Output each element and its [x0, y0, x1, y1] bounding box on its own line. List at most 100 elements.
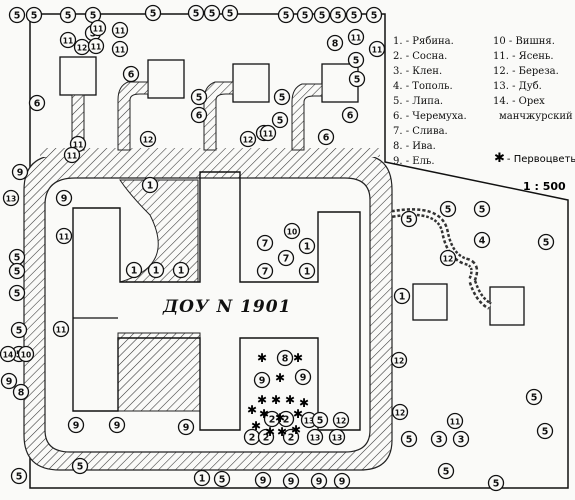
tree-marker: 5 — [347, 51, 365, 69]
tree-circle — [306, 428, 324, 446]
tree-number: 5 — [14, 11, 21, 22]
primrose-mark: ✱ — [285, 393, 295, 407]
tree-circle — [487, 474, 505, 492]
tree-number: 6 — [34, 99, 41, 110]
tree-circle — [144, 4, 162, 22]
tree-number: 13 — [6, 195, 16, 204]
tree-number: 8 — [282, 354, 289, 365]
tree-number: 11 — [450, 418, 460, 427]
tree-marker: 11 — [89, 19, 107, 37]
primrose-mark: ✱ — [259, 407, 269, 421]
tree-circle — [271, 111, 289, 129]
tree-number: 6 — [323, 133, 330, 144]
tree-marker: 5 — [400, 430, 418, 448]
tree-marker: 1 — [147, 261, 165, 279]
tree-number: 5 — [77, 462, 84, 473]
tree-marker: 5 — [8, 284, 26, 302]
tree-number: 11 — [63, 37, 73, 46]
pavilion — [232, 63, 270, 103]
tree-marker: 5 — [296, 6, 314, 24]
tree-circle — [59, 31, 77, 49]
tree-circle — [311, 411, 329, 429]
tree-marker: 6 — [190, 106, 208, 124]
tree-marker: 1 — [298, 237, 316, 255]
tree-circle — [187, 4, 205, 22]
tree-number: 2 — [283, 415, 290, 426]
tree-circle — [10, 467, 28, 485]
tree-marker: 2 — [277, 410, 295, 428]
tree-marker: 7 — [277, 249, 295, 267]
tree-circle — [282, 428, 300, 446]
tree-marker: 9 — [55, 189, 73, 207]
tree-marker: 6 — [122, 65, 140, 83]
tree-marker: 11 — [347, 28, 365, 46]
tree-number: 9 — [17, 168, 24, 179]
tree-circle — [341, 106, 359, 124]
tree-number: 13 — [304, 417, 314, 426]
tree-marker: 6 — [341, 106, 359, 124]
tree-circle — [277, 249, 295, 267]
legend-right-column: 10 - Вишня. 11. - Ясень. 12. - Береза. 1… — [493, 34, 573, 124]
tree-marker: 11 — [87, 37, 105, 55]
tree-number: 12 — [336, 417, 346, 426]
tree-number: 9 — [339, 477, 346, 488]
tree-circle — [390, 351, 408, 369]
tree-number: 12 — [443, 255, 453, 264]
tree-marker: 1 — [193, 469, 211, 487]
tree-marker: 5 — [273, 88, 291, 106]
tree-number: 12 — [243, 136, 253, 145]
tree-marker: 8 — [326, 34, 344, 52]
legend-item: 2. - Сосна. — [393, 51, 448, 62]
tree-marker: 5 — [277, 6, 295, 24]
tree-marker: 5 — [203, 4, 221, 22]
primrose-mark: ✱ — [293, 351, 303, 365]
tree-number: 5 — [90, 11, 97, 22]
tree-circle — [256, 234, 274, 252]
tree-number: 5 — [371, 11, 378, 22]
tree-circle — [111, 21, 129, 39]
tree-circle — [328, 428, 346, 446]
tree-circle — [298, 262, 316, 280]
tree-number: 5 — [65, 11, 72, 22]
tree-marker: 5 — [437, 462, 455, 480]
tree-circle — [365, 6, 383, 24]
tree-circle — [63, 146, 81, 164]
tree-marker: 9 — [282, 472, 300, 490]
tree-number: 5 — [443, 467, 450, 478]
tree-number: 1 — [178, 266, 185, 277]
tree-number: 5 — [302, 11, 309, 22]
tree-circle — [203, 4, 221, 22]
tree-circle — [536, 422, 554, 440]
tree-circle — [332, 411, 350, 429]
hatched-courtyard — [119, 179, 199, 283]
tree-marker: 5 — [10, 467, 28, 485]
tree-marker: 11 — [52, 320, 70, 338]
tree-circle — [25, 6, 43, 24]
tree-marker: 5 — [59, 6, 77, 24]
primrose-mark: ✱ — [277, 425, 287, 439]
primrose-mark: ✱ — [247, 403, 257, 417]
tree-marker: 9 — [108, 416, 126, 434]
legend-item: 12. - Береза. — [493, 66, 559, 77]
tree-marker: 5 — [439, 200, 457, 218]
tree-marker: 5 — [473, 200, 491, 218]
tree-marker: 9 — [294, 368, 312, 386]
tree-number: 2 — [269, 415, 276, 426]
tree-number: 6 — [196, 111, 203, 122]
tree-circle — [439, 249, 457, 267]
tree-number: 5 — [16, 472, 23, 483]
tree-number: 1 — [199, 474, 206, 485]
primrose-mark: ✱ — [299, 396, 309, 410]
tree-marker: 9 — [11, 163, 29, 181]
tree-circle — [111, 40, 129, 58]
tree-number: 13 — [310, 434, 320, 443]
main-building — [72, 171, 361, 431]
tree-number: 5 — [150, 9, 157, 20]
tree-number: 9 — [183, 423, 190, 434]
tree-circle — [254, 471, 272, 489]
tree-number: 6 — [128, 70, 135, 81]
tree-marker: 10 — [283, 222, 301, 240]
tree-circle — [71, 457, 89, 475]
tree-circle — [12, 383, 30, 401]
tree-circle — [259, 124, 277, 142]
